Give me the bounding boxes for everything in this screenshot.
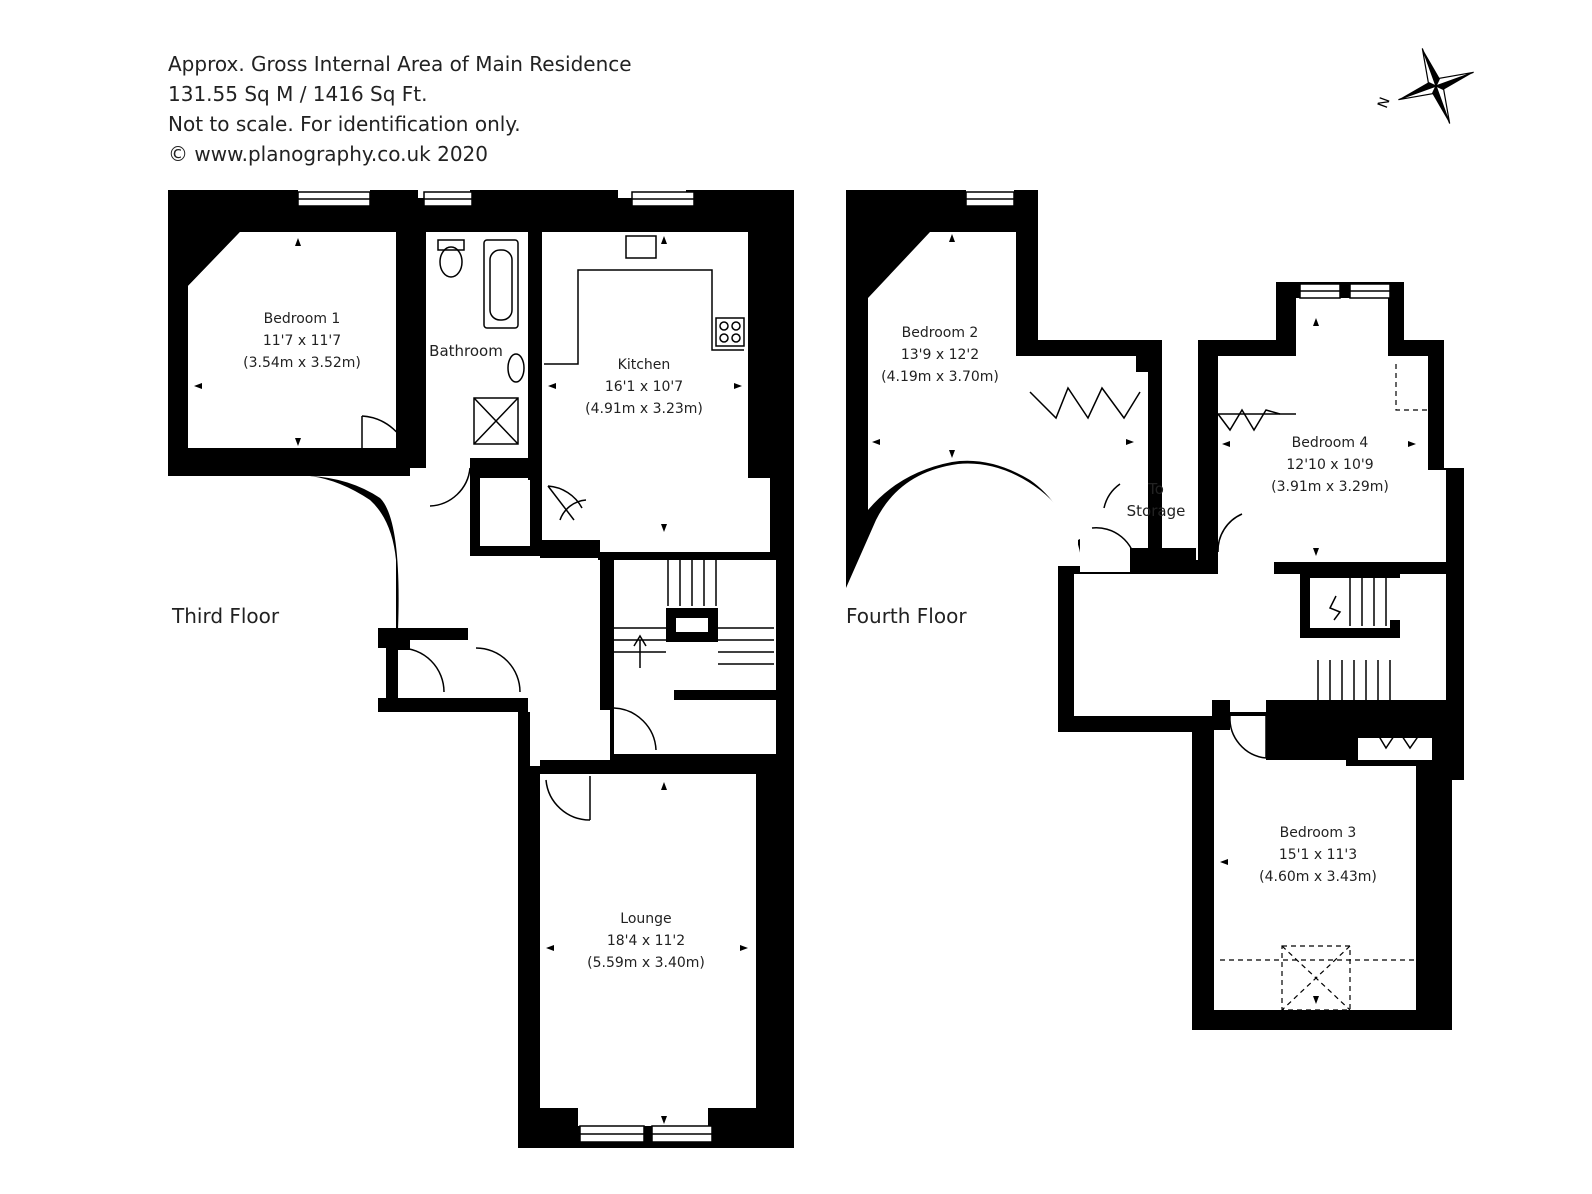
room-bedroom-2: Bedroom 2 13'9 x 12'2 (4.19m x 3.70m) — [881, 322, 999, 388]
room-bathroom: Bathroom — [429, 340, 503, 362]
room-size-metric: (4.60m x 3.43m) — [1259, 869, 1377, 885]
area-title: Approx. Gross Internal Area of Main Resi… — [168, 52, 632, 76]
dimension-arrows — [194, 234, 1424, 1124]
storage-line-2: Storage — [1126, 502, 1186, 520]
room-size-metric: (3.91m x 3.29m) — [1271, 479, 1389, 495]
room-name: Lounge — [620, 911, 672, 927]
copyright-notice: © www.planography.co.uk 2020 — [168, 142, 489, 166]
room-size-metric: (4.19m x 3.70m) — [881, 369, 999, 385]
room-name: Bedroom 2 — [901, 325, 979, 341]
scale-disclaimer: Not to scale. For identification only. — [168, 112, 521, 136]
room-name: Bedroom 1 — [263, 311, 341, 327]
room-name: Bathroom — [429, 342, 503, 360]
room-size-imperial: 12'10 x 10'9 — [1286, 457, 1374, 473]
room-kitchen: Kitchen 16'1 x 10'7 (4.91m x 3.23m) — [585, 354, 703, 420]
room-bedroom-3: Bedroom 3 15'1 x 11'3 (4.60m x 3.43m) — [1259, 822, 1377, 888]
room-size-imperial: 11'7 x 11'7 — [262, 333, 342, 349]
room-bedroom-1: Bedroom 1 11'7 x 11'7 (3.54m x 3.52m) — [243, 308, 361, 374]
fourth-floor-label: Fourth Floor — [846, 604, 967, 628]
room-size-imperial: 13'9 x 12'2 — [900, 347, 980, 363]
room-name: Kitchen — [617, 357, 671, 373]
fourth-floor-plan — [846, 190, 1464, 1030]
room-size-imperial: 18'4 x 11'2 — [606, 933, 686, 949]
room-size-metric: (4.91m x 3.23m) — [585, 401, 703, 417]
room-size-imperial: 15'1 x 11'3 — [1278, 847, 1358, 863]
compass-rose-icon — [1398, 48, 1474, 124]
room-lounge: Lounge 18'4 x 11'2 (5.59m x 3.40m) — [587, 908, 705, 974]
third-floor-plan — [168, 190, 794, 1148]
compass-north-label: N — [1375, 95, 1394, 110]
room-size-imperial: 16'1 x 10'7 — [604, 379, 684, 395]
room-name: Bedroom 4 — [1291, 435, 1369, 451]
room-size-metric: (3.54m x 3.52m) — [243, 355, 361, 371]
storage-line-1: To — [1148, 480, 1164, 498]
room-size-metric: (5.59m x 3.40m) — [587, 955, 705, 971]
area-measurement: 131.55 Sq M / 1416 Sq Ft. — [168, 82, 428, 106]
room-bedroom-4: Bedroom 4 12'10 x 10'9 (3.91m x 3.29m) — [1271, 432, 1389, 498]
third-floor-label: Third Floor — [172, 604, 280, 628]
room-name: Bedroom 3 — [1279, 825, 1357, 841]
storage-access-label: To Storage — [1127, 478, 1186, 522]
